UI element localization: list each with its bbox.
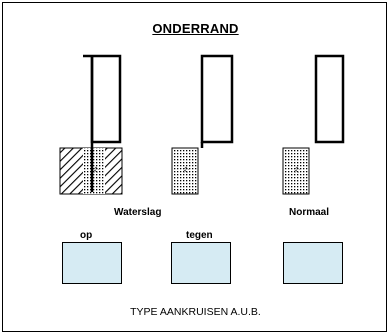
sill-label-3: ??: [294, 166, 302, 175]
diagram-waterslag-tegen: ??: [171, 54, 234, 195]
label-normaal: Normaal: [289, 207, 330, 218]
label-op: op: [80, 230, 93, 241]
op-checkbox[interactable]: [62, 242, 122, 284]
frame-profile-line: [200, 54, 234, 144]
label-waterslag: Waterslag: [114, 207, 162, 218]
diagram-normaal: ??: [282, 54, 345, 195]
normaal-checkbox[interactable]: [283, 242, 343, 284]
sill-dotted-core: [83, 148, 105, 194]
sill-label-2: ??: [183, 166, 191, 175]
sill-label-1: ??: [93, 166, 101, 175]
sill-dotted-block: [171, 147, 199, 195]
instruction-text: TYPE AANKRUISEN A.U.B.: [130, 306, 261, 318]
sill-dotted-block: [282, 147, 310, 195]
label-tegen: tegen: [186, 230, 213, 241]
page-title: ONDERRAND: [152, 21, 239, 36]
frame-profile-line: [83, 54, 122, 144]
frame-profile-line: [314, 54, 345, 144]
tegen-checkbox[interactable]: [171, 242, 231, 284]
diagram-waterslag-op: ??: [59, 54, 123, 195]
